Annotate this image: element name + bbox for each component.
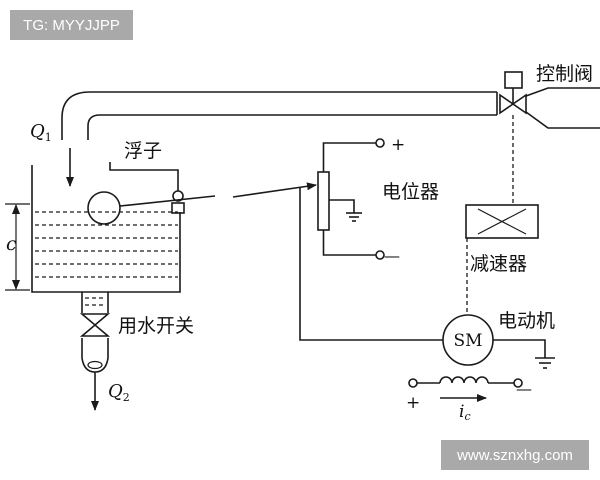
pot-plus-sign: + [391,135,405,155]
inflow-label-main: Q [30,121,45,142]
field-current-sub: c [464,410,470,423]
inflow-label: Q1 [30,121,52,144]
outflow-label-sub: 2 [123,391,130,404]
control-valve-label: 控制阀 [536,63,593,85]
field-coil [439,376,489,384]
pot-bottom-wire [322,230,376,256]
control-valve [499,71,600,129]
spout-opening [87,360,103,370]
valve-body-left [499,93,515,115]
float-label: 浮子 [124,140,162,162]
supply-pipe-outer-wall [61,91,497,140]
outlet-assembly [79,292,111,373]
field-minus-terminal [513,378,523,388]
reducer-box [465,204,539,239]
potentiometer-resistor [317,171,330,231]
inflow-label-sub: 1 [45,131,52,144]
field-minus-sign: — [516,379,532,398]
outflow-label: Q2 [108,381,130,404]
water-switch-label: 用水开关 [118,315,194,337]
potentiometer-label: 电位器 [382,181,439,203]
spout [81,338,109,373]
field-plus-terminal [408,378,418,388]
reducer [465,204,539,239]
supply-pipe [61,91,498,140]
pot-ground-wire [329,199,355,213]
pot-plus-terminal [375,138,385,148]
level-dimension [5,203,30,291]
motor: SM [442,314,494,366]
pot-minus-terminal [375,250,385,260]
water-tank [31,165,181,293]
motor-label: 电动机 [498,310,555,332]
motor-ground-wire [493,339,546,358]
outlet-pipe-top [525,87,600,97]
watermark-top-left: TG: MYYJJPP [10,10,133,40]
water-switch-top [79,313,111,327]
field-current-main: i [459,402,464,422]
supply-pipe-inner-wall [87,114,497,140]
motor-symbol: SM [453,331,482,351]
pot-minus-sign: — [384,246,400,265]
pivot-support [171,202,185,214]
lever-pivot [172,190,184,202]
wiper-wire [299,188,443,341]
valve-body-right [511,93,527,115]
float-assembly [87,162,216,225]
lever-wiper-arrow [232,182,317,198]
float [87,191,121,225]
motor-ground [493,339,555,369]
reducer-label: 减速器 [470,253,527,275]
field-winding [408,376,523,402]
field-plus-sign: + [406,393,420,413]
outflow-label-main: Q [108,381,123,402]
potentiometer [317,138,385,260]
level-label: c [6,233,17,255]
pot-top-wire [322,142,376,172]
float-lever [119,195,216,207]
field-current-label: ic [459,402,471,423]
reducer-cross-b [477,208,527,235]
valve-actuator [504,71,523,89]
watermark-bottom-right: www.sznxhg.com [441,440,589,470]
outlet-pipe-bottom [525,111,600,129]
water-switch-bottom [79,323,111,337]
float-leader [109,162,179,191]
tank-wall [31,165,181,293]
